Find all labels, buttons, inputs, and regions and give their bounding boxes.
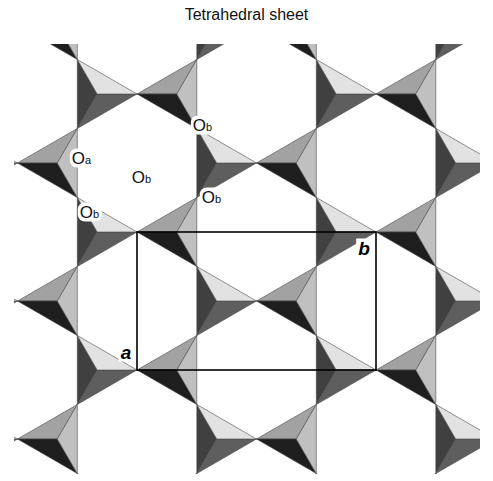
tetrahedron-facet: [257, 44, 317, 60]
tetrahedron-facet: [436, 44, 480, 60]
axis-label: a: [119, 343, 134, 362]
tetrahedron-facet: [416, 198, 436, 267]
tetrahedron-facet: [77, 474, 97, 475]
tetrahedron-facet: [197, 44, 257, 60]
tetrahedron-facet: [197, 405, 257, 440]
tetrahedron-facet: [376, 474, 436, 475]
tetrahedron-facet: [316, 232, 376, 267]
tetrahedron-facet: [77, 370, 137, 405]
tetrahedron-facet: [296, 405, 316, 474]
axis-label: b: [356, 239, 372, 258]
tetrahedron-facet: [77, 94, 137, 129]
tetrahedron-facet: [77, 60, 137, 95]
tetrahedron-facet: [436, 163, 480, 198]
tetrahedron-facet: [296, 267, 316, 336]
tetrahedron-facet: [77, 232, 137, 267]
tetrahedron-facet: [77, 474, 137, 475]
tetrahedron-facet: [296, 129, 316, 198]
tetrahedron-facet: [316, 60, 376, 95]
oxygen-label: Ob: [191, 116, 215, 135]
tetrahedron-facet: [436, 439, 480, 474]
tetrahedron-facet: [316, 94, 376, 129]
tetrahedron-facet: [14, 301, 18, 336]
oxygen-label: Oa: [70, 149, 94, 168]
tetrahedron-facet: [14, 44, 18, 60]
tetrahedron-facet: [57, 267, 77, 336]
tetrahedron-facet: [57, 44, 77, 60]
diagram-title: Tetrahedral sheet: [0, 6, 493, 24]
tetrahedron-facet: [137, 474, 197, 475]
tetrahedron-facet: [316, 474, 376, 475]
tetrahedron-facet: [436, 405, 480, 440]
tetrahedron-facet: [197, 301, 257, 336]
tetrahedron-facet: [18, 44, 78, 60]
tetrahedron-facet: [14, 267, 18, 302]
tetrahedron-facet: [177, 474, 197, 475]
tetrahedron-facet: [436, 267, 480, 302]
tetrahedron-facet: [14, 129, 18, 164]
tetrahedron-facet: [197, 267, 257, 302]
tetrahedron-facet: [197, 439, 257, 474]
tetrahedron-facet: [416, 336, 436, 405]
tetrahedron-facet: [296, 44, 316, 60]
tetrahedron-facet: [57, 405, 77, 474]
tetrahedron-facet: [316, 198, 376, 233]
tetrahedron-facet: [416, 60, 436, 129]
tetrahedron-facet: [77, 336, 137, 371]
unit-cell: [137, 232, 376, 370]
tetrahedron-facet: [14, 405, 18, 440]
tetrahedron-facet: [14, 439, 18, 474]
tetrahedron-facet: [316, 474, 336, 475]
tetrahedra: [14, 44, 480, 474]
tetrahedron-facet: [416, 474, 436, 475]
tetrahedron-facet: [436, 301, 480, 336]
tetrahedron-facet: [77, 198, 137, 233]
oxygen-label: Ob: [78, 203, 102, 222]
tetrahedron-facet: [14, 163, 18, 198]
tetrahedron-facet: [316, 336, 376, 371]
tetrahedron-facet: [316, 370, 376, 405]
oxygen-label: Ob: [130, 168, 154, 187]
oxygen-label: Ob: [200, 188, 224, 207]
tetrahedron-facet: [436, 129, 480, 164]
